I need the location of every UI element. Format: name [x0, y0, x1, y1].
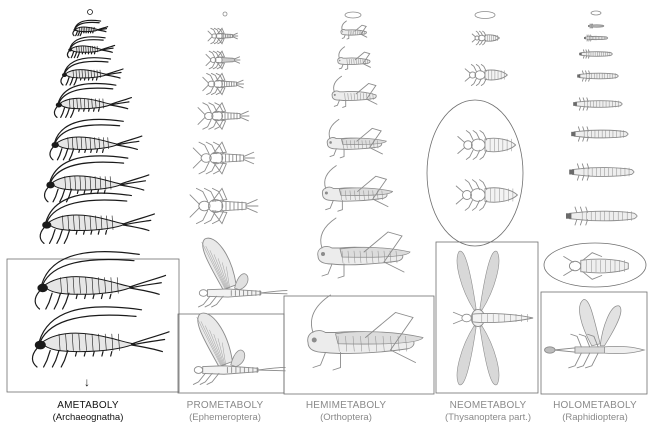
snakefly-larva-icon — [573, 98, 622, 110]
grasshopper-icon — [308, 295, 423, 370]
snakefly-larva-icon — [584, 35, 608, 41]
mayfly-nymph-icon — [203, 73, 244, 94]
column-ametaboly-drawings — [32, 10, 169, 368]
grasshopper-icon — [341, 21, 367, 39]
grasshopper-icon — [318, 218, 410, 278]
egg-icon — [475, 12, 495, 19]
thrips-adult-icon — [453, 251, 533, 385]
development-arrow: ↓ — [84, 375, 90, 389]
label-ametaboly-name: AMETABOLY — [23, 400, 153, 412]
column-hemimetaboly-drawings — [308, 12, 423, 370]
bristletail-icon — [50, 119, 142, 159]
mayfly-nymph-icon — [198, 103, 249, 129]
column-holometaboly-drawings — [545, 11, 645, 368]
label-ametaboly-order: (Archaeognatha) — [23, 412, 153, 424]
label-prometaboly-order: (Ephemeroptera) — [160, 412, 290, 424]
snakefly-larva-icon — [571, 127, 628, 141]
label-prometaboly: PROMETABOLY (Ephemeroptera) — [160, 400, 290, 424]
bristletail-icon — [61, 58, 123, 85]
stage-highlight-ellipse — [427, 100, 523, 246]
egg-icon — [345, 12, 361, 18]
mayfly-nymph-icon — [190, 188, 258, 223]
snakefly-larva-icon — [566, 207, 637, 225]
label-holometaboly-name: HOLOMETABOLY — [530, 400, 650, 412]
mayfly-nymph-icon — [208, 28, 238, 43]
thrips-icon — [458, 131, 516, 160]
egg-icon — [223, 12, 227, 16]
column-prometaboly-drawings — [190, 12, 287, 384]
snakefly-pupa-icon — [564, 253, 629, 280]
label-holometaboly: HOLOMETABOLY (Raphidioptera) — [530, 400, 650, 424]
grasshopper-icon — [327, 119, 386, 157]
egg-icon — [591, 11, 601, 15]
bristletail-icon — [45, 156, 149, 202]
label-hemimetaboly: HEMIMETABOLY (Orthoptera) — [281, 400, 411, 424]
label-prometaboly-name: PROMETABOLY — [160, 400, 290, 412]
column-neometaboly-drawings — [453, 12, 533, 385]
grasshopper-icon — [322, 166, 392, 212]
bristletail-icon — [54, 83, 131, 117]
label-holometaboly-order: (Raphidioptera) — [530, 412, 650, 424]
mayfly-adult-icon — [198, 238, 287, 307]
snakefly-adult-icon — [545, 299, 645, 367]
egg-icon — [88, 10, 93, 15]
grasshopper-icon — [338, 47, 371, 70]
mayfly-adult-icon — [193, 313, 285, 384]
thrips-icon — [472, 31, 499, 45]
snakefly-larva-icon — [588, 24, 604, 28]
snakefly-larva-icon — [577, 71, 618, 81]
thrips-icon — [465, 64, 507, 85]
grasshopper-icon — [332, 76, 377, 107]
bristletail-icon — [73, 20, 108, 35]
mayfly-nymph-icon — [193, 142, 254, 174]
bristletail-icon — [67, 37, 114, 58]
snakefly-larva-icon — [579, 50, 612, 58]
bristletail-icon — [35, 252, 165, 309]
snakefly-larva-icon — [569, 164, 634, 180]
mayfly-nymph-icon — [206, 51, 240, 69]
label-hemimetaboly-order: (Orthoptera) — [281, 412, 411, 424]
bristletail-icon — [40, 193, 154, 243]
label-hemimetaboly-name: HEMIMETABOLY — [281, 400, 411, 412]
thrips-icon — [456, 180, 517, 211]
bristletail-icon — [32, 307, 169, 367]
label-ametaboly: AMETABOLY (Archaeognatha) — [23, 400, 153, 424]
